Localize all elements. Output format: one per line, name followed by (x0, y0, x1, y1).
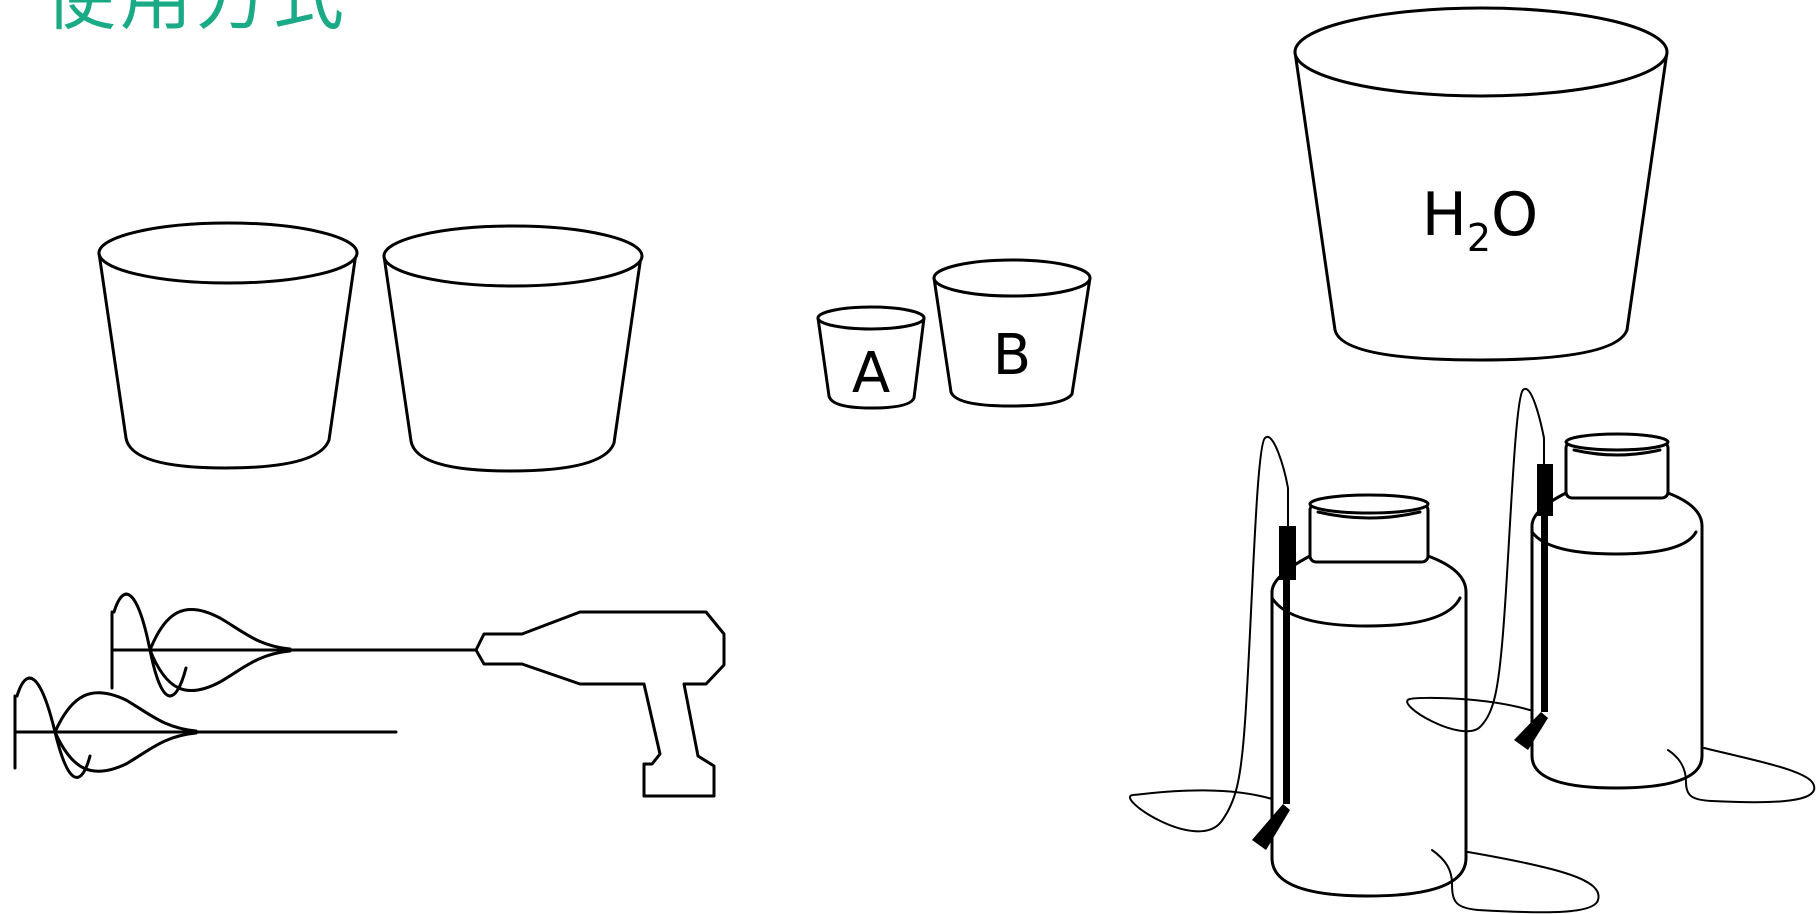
bucket-a-label: A (852, 341, 890, 406)
empty-bucket-right (384, 226, 642, 471)
mixing-paddle-short (15, 678, 396, 777)
electric-drill (476, 612, 724, 796)
water-bucket: H2O (1295, 8, 1667, 360)
bucket-b: B (934, 260, 1090, 406)
spray-bottle-right (1407, 389, 1814, 802)
bucket-a: A (818, 307, 924, 408)
empty-bucket-left (99, 223, 357, 468)
spray-bottle-left (1130, 437, 1599, 912)
mixing-paddle-long (112, 594, 476, 696)
bucket-b-label: B (993, 323, 1031, 388)
